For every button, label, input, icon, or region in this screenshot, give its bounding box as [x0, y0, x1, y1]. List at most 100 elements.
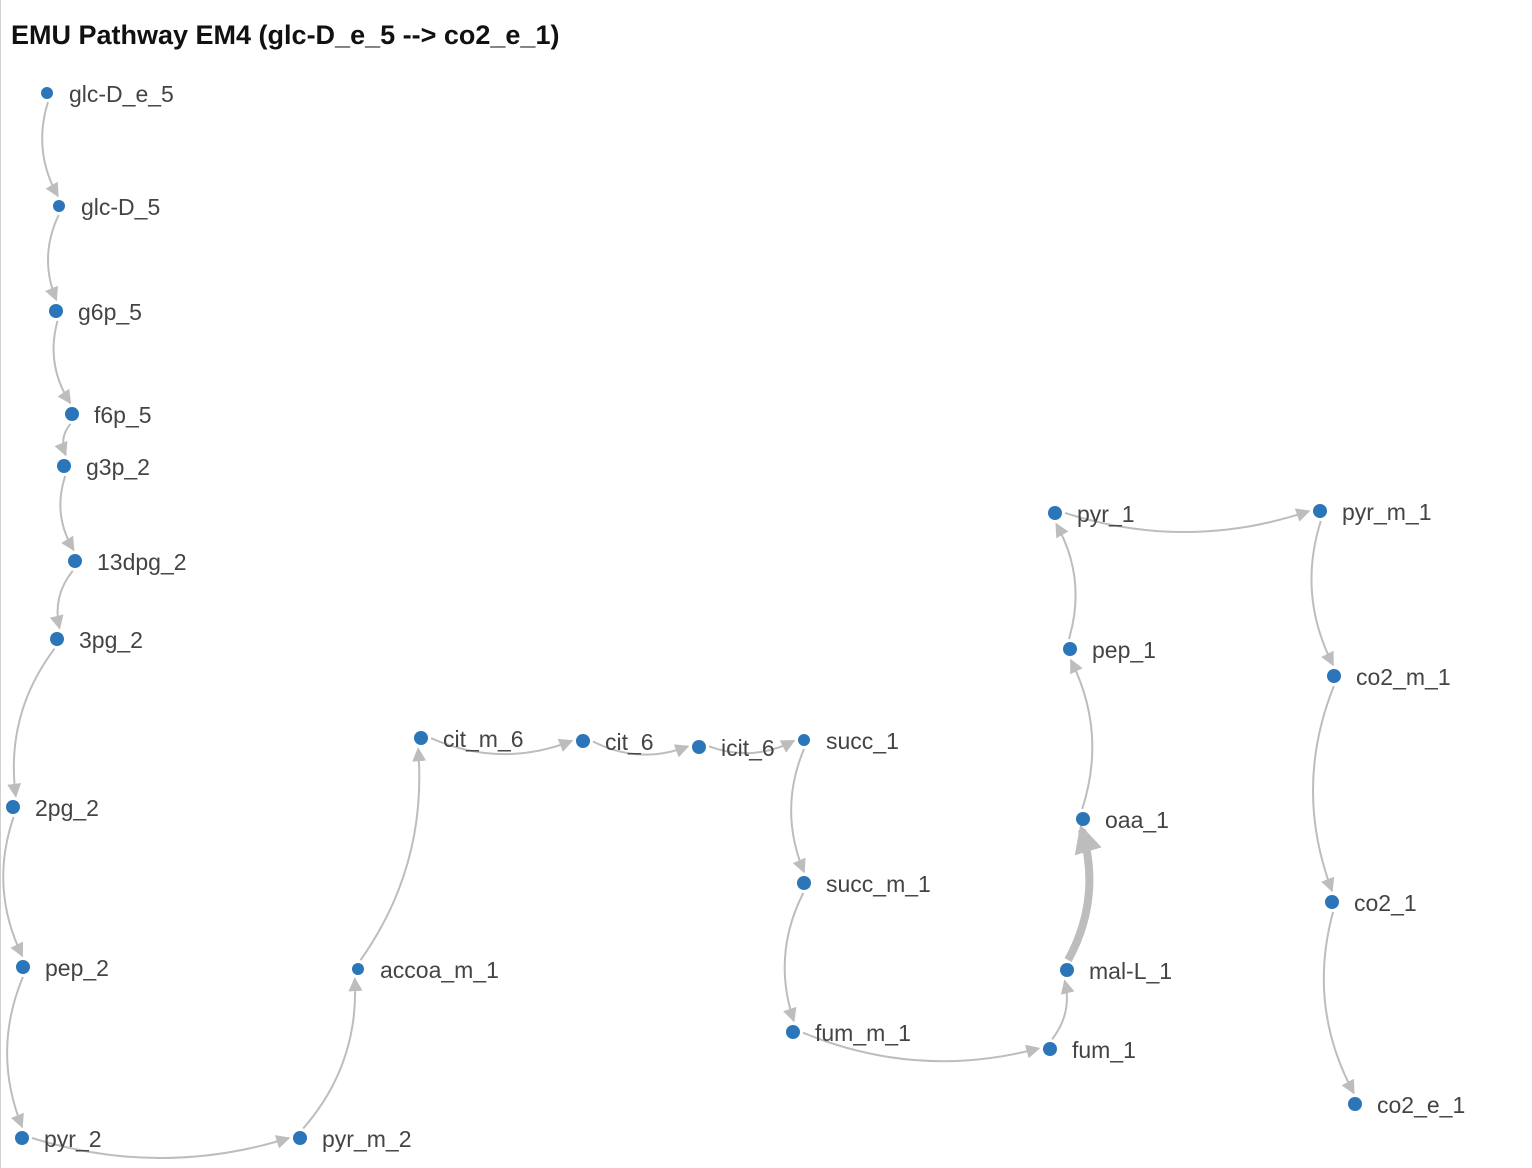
node-dot[interactable]	[65, 407, 79, 421]
node-pep_1[interactable]: pep_1	[1063, 637, 1156, 663]
node-succ_1[interactable]: succ_1	[798, 728, 899, 754]
node-dot[interactable]	[15, 1131, 29, 1145]
node-dot[interactable]	[1313, 504, 1327, 518]
edge-co2_m_1-to-co2_1	[1312, 685, 1335, 893]
edge-2pg_2-to-pep_2	[2, 816, 24, 958]
node-dot[interactable]	[798, 734, 810, 746]
node-dot[interactable]	[352, 963, 364, 975]
edges-layer	[2, 101, 1355, 1159]
page-title: EMU Pathway EM4 (glc-D_e_5 --> co2_e_1)	[11, 20, 560, 50]
node-dot[interactable]	[53, 200, 65, 212]
node-g6p_5[interactable]: g6p_5	[49, 299, 142, 325]
node-pyr_2[interactable]: pyr_2	[15, 1126, 102, 1152]
node-cit_m_6[interactable]: cit_m_6	[414, 726, 524, 752]
node-glc-D_e_5[interactable]: glc-D_e_5	[41, 81, 174, 107]
node-dot[interactable]	[57, 459, 71, 473]
node-dot[interactable]	[16, 960, 30, 974]
node-co2_1[interactable]: co2_1	[1325, 890, 1417, 916]
edge-g3p_2-to-13dpg_2	[59, 475, 75, 552]
node-label: pyr_m_2	[322, 1126, 411, 1152]
node-dot[interactable]	[1063, 642, 1077, 656]
edge-pyr_2-to-pyr_m_2	[31, 1135, 291, 1159]
node-2pg_2[interactable]: 2pg_2	[6, 795, 99, 821]
nodes-layer: glc-D_e_5 glc-D_5 g6p_5 f6p_5 g3p_2 13dpg_2 3p…	[6, 81, 1465, 1152]
node-label: f6p_5	[94, 402, 152, 428]
node-dot[interactable]	[50, 632, 64, 646]
edge-pep_1-to-pyr_1	[1055, 522, 1077, 640]
node-dot[interactable]	[576, 734, 590, 748]
node-label: cit_m_6	[443, 726, 524, 752]
node-label: fum_1	[1072, 1037, 1136, 1063]
node-dot[interactable]	[293, 1131, 307, 1145]
edge-icit_6-to-succ_1	[708, 739, 796, 755]
node-dot[interactable]	[68, 554, 82, 568]
edge-succ_1-to-succ_m_1	[790, 748, 806, 874]
node-dot[interactable]	[6, 800, 20, 814]
edge-pep_2-to-pyr_2	[6, 976, 24, 1129]
node-f6p_5[interactable]: f6p_5	[65, 402, 152, 428]
edge-glc-D_5-to-g6p_5	[45, 214, 60, 302]
node-pyr_1[interactable]: pyr_1	[1048, 501, 1135, 527]
node-label: pep_2	[45, 955, 109, 981]
node-icit_6[interactable]: icit_6	[692, 735, 775, 761]
edge-cit_m_6-to-cit_6	[430, 737, 574, 756]
edge-fum_1-to-mal-L_1	[1051, 979, 1075, 1040]
node-glc-D_5[interactable]: glc-D_5	[53, 194, 160, 220]
node-label: icit_6	[721, 735, 775, 761]
node-pyr_m_2[interactable]: pyr_m_2	[293, 1126, 411, 1152]
node-label: 3pg_2	[79, 627, 143, 653]
edge-pyr_1-to-pyr_m_1	[1064, 508, 1311, 533]
node-label: g6p_5	[78, 299, 142, 325]
node-dot[interactable]	[49, 304, 63, 318]
edge-glc-D_e_5-to-glc-D_5	[41, 101, 59, 198]
edge-pyr_m_1-to-co2_m_1	[1310, 520, 1334, 667]
edge-succ_m_1-to-fum_m_1	[783, 892, 805, 1023]
node-dot[interactable]	[1043, 1042, 1057, 1056]
node-dot[interactable]	[1327, 669, 1341, 683]
edge-13dpg_2-to-3pg_2	[49, 570, 74, 630]
node-dot[interactable]	[1325, 895, 1339, 909]
node-label: co2_m_1	[1356, 664, 1451, 690]
node-co2_m_1[interactable]: co2_m_1	[1327, 664, 1451, 690]
node-label: 13dpg_2	[97, 549, 187, 575]
node-label: accoa_m_1	[380, 957, 499, 983]
node-dot[interactable]	[1348, 1097, 1362, 1111]
node-dot[interactable]	[1048, 506, 1062, 520]
node-dot[interactable]	[797, 876, 811, 890]
node-mal-L_1[interactable]: mal-L_1	[1060, 958, 1172, 984]
node-co2_e_1[interactable]: co2_e_1	[1348, 1092, 1465, 1118]
node-fum_1[interactable]: fum_1	[1043, 1037, 1136, 1063]
node-pyr_m_1[interactable]: pyr_m_1	[1313, 499, 1431, 525]
edge-f6p_5-to-g3p_2	[54, 423, 72, 457]
node-g3p_2[interactable]: g3p_2	[57, 454, 150, 480]
edge-fum_m_1-to-fum_1	[802, 1031, 1041, 1063]
node-accoa_m_1[interactable]: accoa_m_1	[352, 957, 499, 983]
node-succ_m_1[interactable]: succ_m_1	[797, 871, 931, 897]
node-pep_2[interactable]: pep_2	[16, 955, 109, 981]
node-cit_6[interactable]: cit_6	[576, 729, 654, 755]
edge-g6p_5-to-f6p_5	[52, 320, 72, 405]
node-label: fum_m_1	[815, 1020, 911, 1046]
node-label: oaa_1	[1105, 807, 1169, 833]
node-oaa_1[interactable]: oaa_1	[1076, 807, 1169, 833]
node-fum_m_1[interactable]: fum_m_1	[786, 1020, 911, 1046]
node-dot[interactable]	[786, 1025, 800, 1039]
edge-pyr_m_2-to-accoa_m_1	[302, 977, 363, 1130]
edge-cit_6-to-icit_6	[592, 740, 690, 758]
edge-accoa_m_1-to-cit_m_6	[359, 747, 427, 961]
node-label: co2_e_1	[1377, 1092, 1465, 1118]
node-dot[interactable]	[1060, 963, 1074, 977]
node-3pg_2[interactable]: 3pg_2	[50, 627, 143, 653]
edge-oaa_1-to-pep_1	[1069, 658, 1094, 810]
node-dot[interactable]	[1076, 812, 1090, 826]
node-dot[interactable]	[414, 731, 428, 745]
node-dot[interactable]	[41, 87, 53, 99]
node-label: pyr_m_1	[1342, 499, 1431, 525]
node-dot[interactable]	[692, 740, 706, 754]
node-label: succ_m_1	[826, 871, 931, 897]
node-label: mal-L_1	[1089, 958, 1172, 984]
node-label: pyr_1	[1077, 501, 1135, 527]
node-13dpg_2[interactable]: 13dpg_2	[68, 549, 187, 575]
